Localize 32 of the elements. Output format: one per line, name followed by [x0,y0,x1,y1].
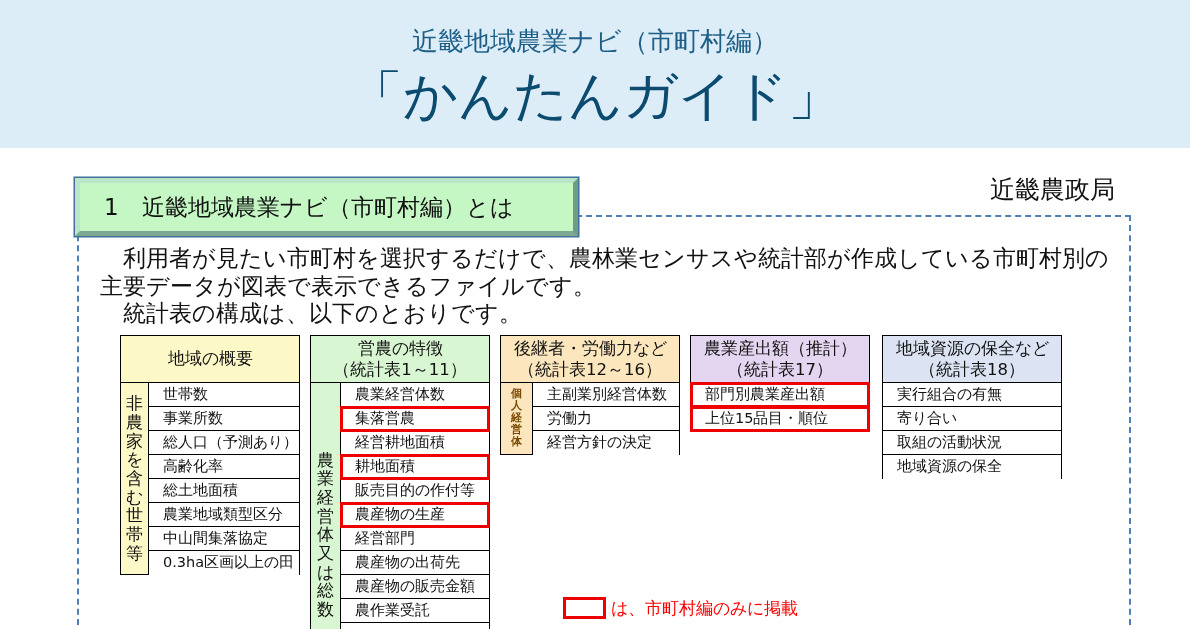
table-heading: 後継者・労働力など [513,337,667,359]
table-row: 経営部門 [341,526,489,551]
table-heading: 農業産出額（推計） [703,337,857,359]
table-row: 販売目的の作付等 [341,478,489,503]
paragraph: 利用者が見たい市町村を選択するだけで、農林業センサスや統計部が作成している市町村別の主要データが図表で表示できるファイルです。 [100,245,1110,300]
page-subtitle: 近畿地域農業ナビ（市町村編） [412,25,778,58]
data-table [882,335,1062,479]
table-heading: 地域資源の保全など [895,337,1049,359]
table-heading: （統計表17） [727,358,833,380]
framed-table-row: 上位15品目・順位 [691,406,869,431]
table-heading: （統計表1～11） [333,358,467,380]
framed-table-row: 部門別農業産出額 [691,382,869,407]
table-heading: 営農の特徴 [357,337,443,359]
data-table [120,335,300,575]
organization-name: 近畿農政局 [990,174,1115,206]
data-table [500,335,680,455]
framed-table-row: 農産物の生産 [341,502,489,527]
table-heading: （統計表18） [919,358,1025,380]
legend-text: は、市町村編のみに掲載 [611,597,798,619]
section-heading: 1 近畿地域農業ナビ（市町村編）とは [75,178,578,236]
row-group-label: 個人経営体 [501,382,533,454]
data-table [690,335,870,431]
row-group-label: 農業経営体又は総数 [311,382,341,629]
page-title: 「かんたんガイド」 [348,63,842,129]
data-table [310,335,490,629]
paragraph: 統計表の構成は、以下のとおりです。 [121,300,523,328]
table-heading: （統計表12～16） [518,358,662,380]
table-heading: 地域の概要 [167,348,253,370]
table-row: 経営耕地面積 [341,430,489,455]
row-group-label: 非農家を含む世帯等 [121,382,149,574]
framed-table-row: 集落営農 [341,406,489,431]
framed-table-row: 耕地面積 [341,454,489,479]
